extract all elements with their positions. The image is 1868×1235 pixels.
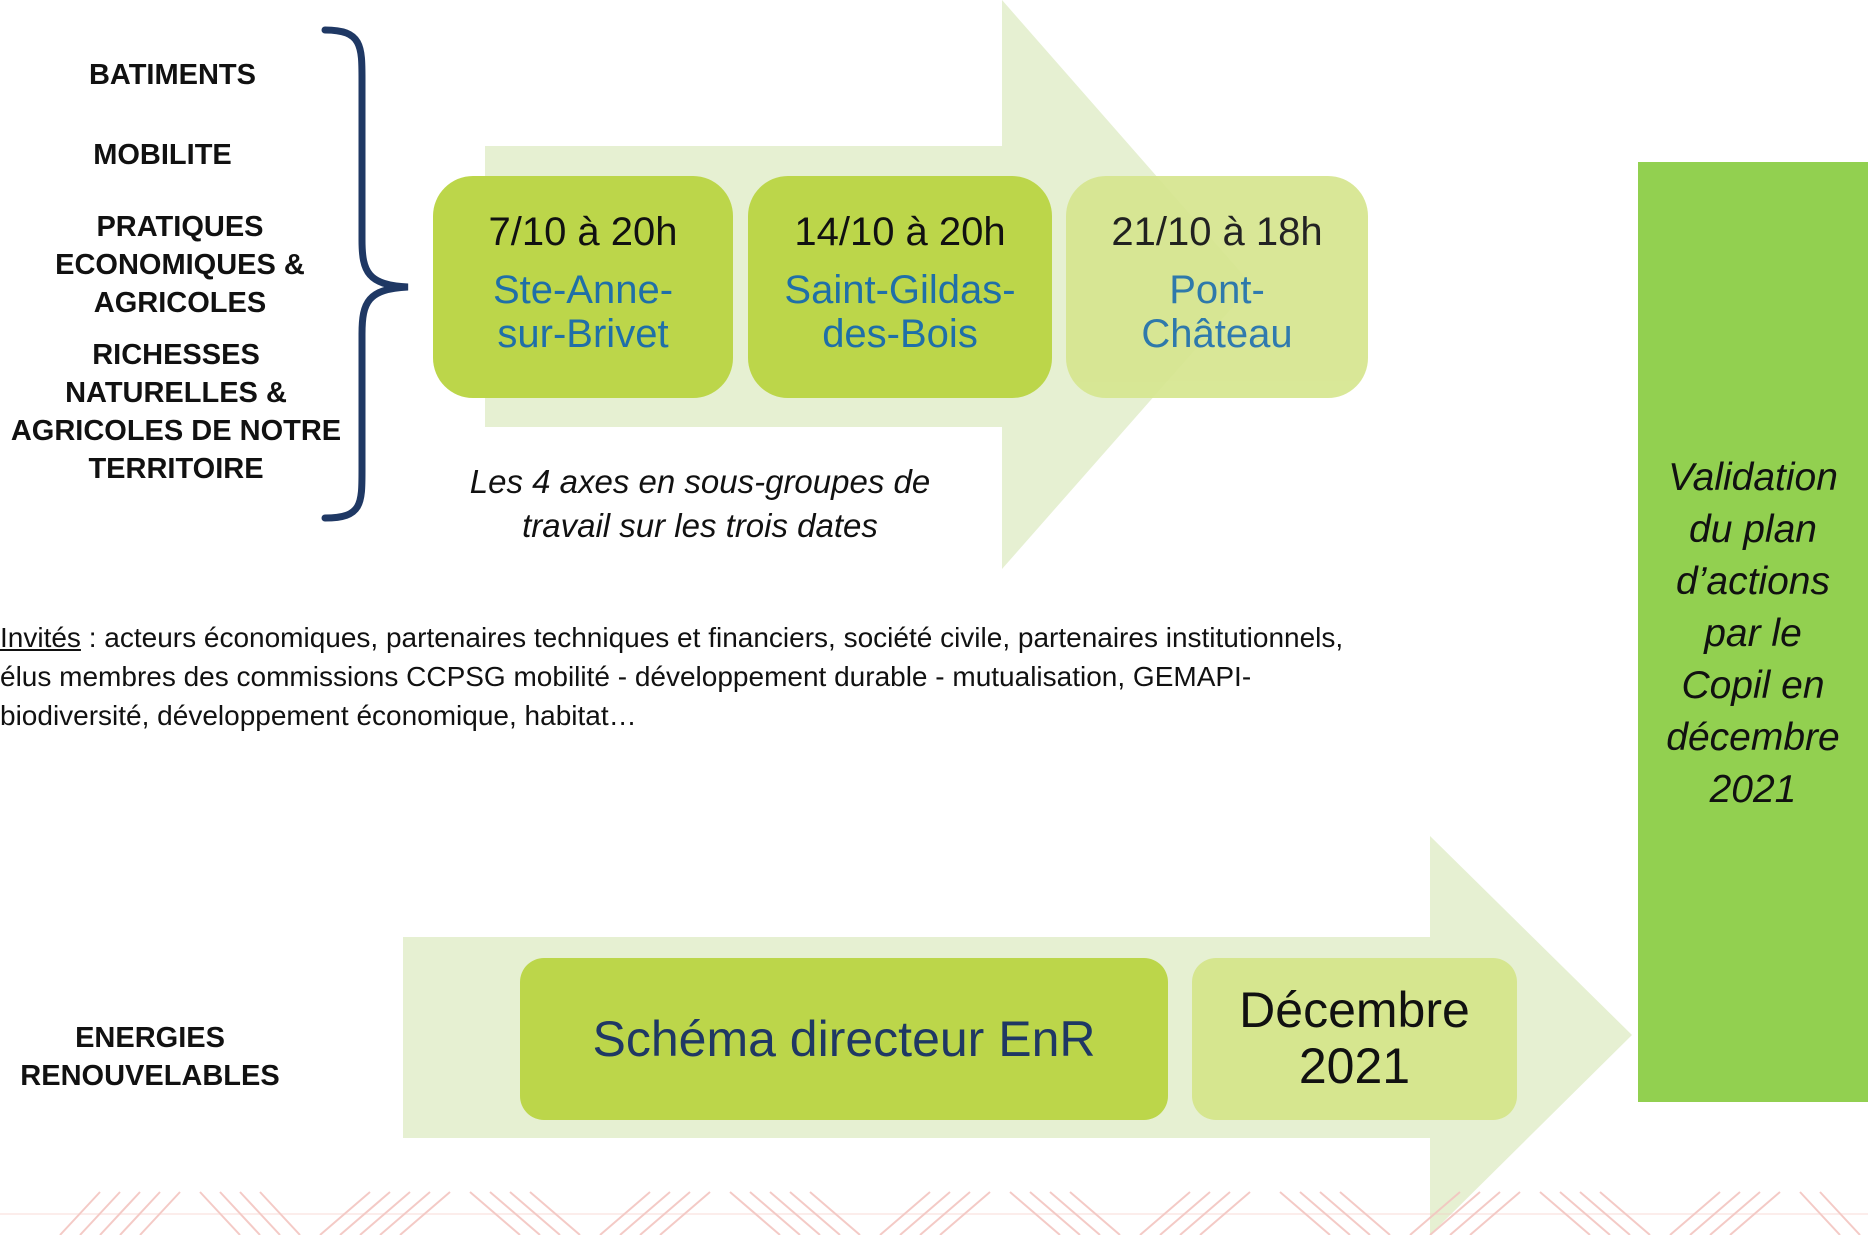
validation-panel: Validation du plan d’actions par le Copi… — [1638, 162, 1868, 1102]
session-box-2: 14/10 à 20h Saint-Gildas-des-Bois — [748, 176, 1052, 398]
session-box-1: 7/10 à 20h Ste-Anne-sur-Brivet — [433, 176, 733, 398]
schema-enr-label: Schéma directeur EnR — [592, 1011, 1096, 1067]
axis-label-energies: ENERGIES RENOUVELABLES — [20, 1022, 280, 1092]
axis-label-batiments: BATIMENTS — [88, 59, 256, 91]
invites-paragraph: Invités : acteurs économiques, partenair… — [0, 622, 1344, 731]
axis-label-pratiques: PRATIQUES ECONOMIQUES & AGRICOLES — [55, 211, 305, 319]
schema-enr-box: Schéma directeur EnR — [520, 958, 1168, 1120]
decorative-hatch-pattern — [0, 1191, 1868, 1235]
axes-caption: Les 4 axes en sous-groupes de travail su… — [469, 463, 931, 544]
session-place: Ste-Anne-sur-Brivet — [492, 268, 674, 356]
axes-brace — [321, 26, 409, 522]
session-date: 7/10 à 20h — [488, 210, 678, 254]
session-place: Pont-Château — [1141, 268, 1293, 356]
axis-label-mobilite: MOBILITE — [93, 139, 232, 171]
session-place: Saint-Gildas-des-Bois — [784, 268, 1016, 356]
session-date: 21/10 à 18h — [1111, 210, 1323, 254]
axis-label-richesses: RICHESSES NATURELLES & AGRICOLES DE NOTR… — [10, 339, 342, 485]
enr-date-box: Décembre 2021 — [1192, 958, 1517, 1120]
session-box-3: 21/10 à 18h Pont-Château — [1066, 176, 1368, 398]
session-date: 14/10 à 20h — [794, 210, 1006, 254]
invites-label: Invités — [0, 622, 81, 653]
